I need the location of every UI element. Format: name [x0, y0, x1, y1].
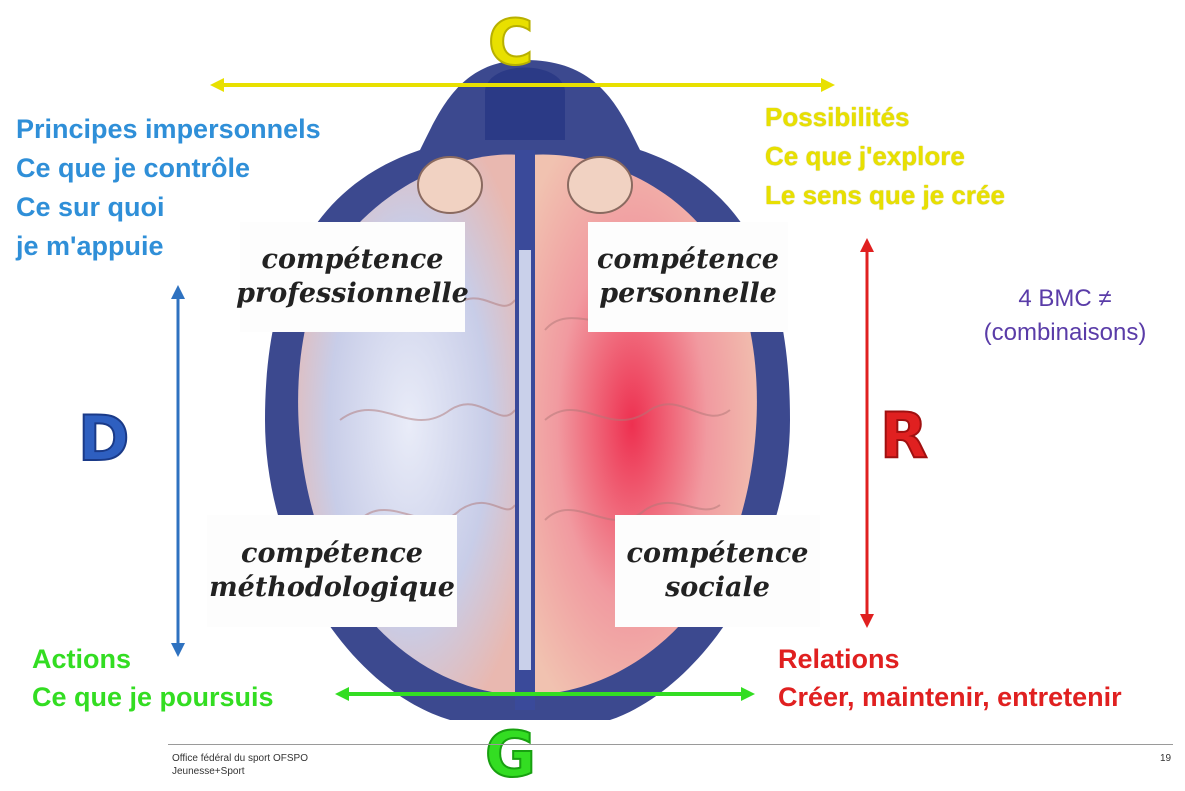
horizontal-green-arrow	[335, 684, 755, 704]
side-note-line-2: (combinaisons)	[950, 316, 1180, 350]
letter-g: G	[485, 724, 536, 786]
footer-page-number: 19	[1160, 752, 1171, 765]
card-competence-professionnelle: compétence professionnelle	[240, 222, 465, 332]
bottom-left-line-2: Ce que je poursuis	[32, 678, 274, 716]
vertical-blue-arrow	[168, 285, 188, 657]
card-methodologique-line-1: compétence	[241, 537, 423, 571]
bottom-right-text: Relations Créer, maintenir, entretenir	[778, 640, 1122, 716]
bottom-left-text: Actions Ce que je poursuis	[32, 640, 274, 716]
letter-r: R	[880, 405, 928, 467]
card-professionnelle-line-2: professionnelle	[236, 277, 469, 311]
bottom-right-line-2: Créer, maintenir, entretenir	[778, 678, 1122, 716]
top-right-line-3: Le sens que je crée	[765, 176, 1005, 215]
footer-org-line-2: Jeunesse+Sport	[172, 765, 308, 778]
vertical-red-arrow	[857, 238, 877, 628]
card-sociale-line-1: compétence	[627, 537, 809, 571]
footer-org-line-1: Office fédéral du sport OFSPO	[172, 752, 308, 765]
card-professionnelle-line-1: compétence	[262, 243, 444, 277]
side-note-line-1: 4 BMC ≠	[950, 282, 1180, 316]
card-methodologique-line-2: méthodologique	[209, 571, 455, 605]
side-note: 4 BMC ≠ (combinaisons)	[950, 282, 1180, 350]
top-right-line-2: Ce que j'explore	[765, 137, 1005, 176]
card-sociale-line-2: sociale	[665, 571, 770, 605]
top-right-line-1: Possibilités	[765, 98, 1005, 137]
card-personnelle-line-1: compétence	[597, 243, 779, 277]
top-left-line-2: Ce que je contrôle	[16, 149, 321, 188]
card-competence-personnelle: compétence personnelle	[588, 222, 788, 332]
top-left-line-1: Principes impersonnels	[16, 110, 321, 149]
card-competence-sociale: compétence sociale	[615, 515, 820, 627]
footer-org: Office fédéral du sport OFSPO Jeunesse+S…	[172, 752, 308, 778]
letter-d: D	[78, 408, 129, 470]
card-personnelle-line-2: personnelle	[599, 277, 777, 311]
letter-c: C	[488, 12, 534, 74]
bottom-right-line-1: Relations	[778, 640, 1122, 678]
footer-divider	[168, 744, 1173, 745]
card-competence-methodologique: compétence méthodologique	[207, 515, 457, 627]
top-right-text: Possibilités Ce que j'explore Le sens qu…	[765, 98, 1005, 215]
bottom-left-line-1: Actions	[32, 640, 274, 678]
